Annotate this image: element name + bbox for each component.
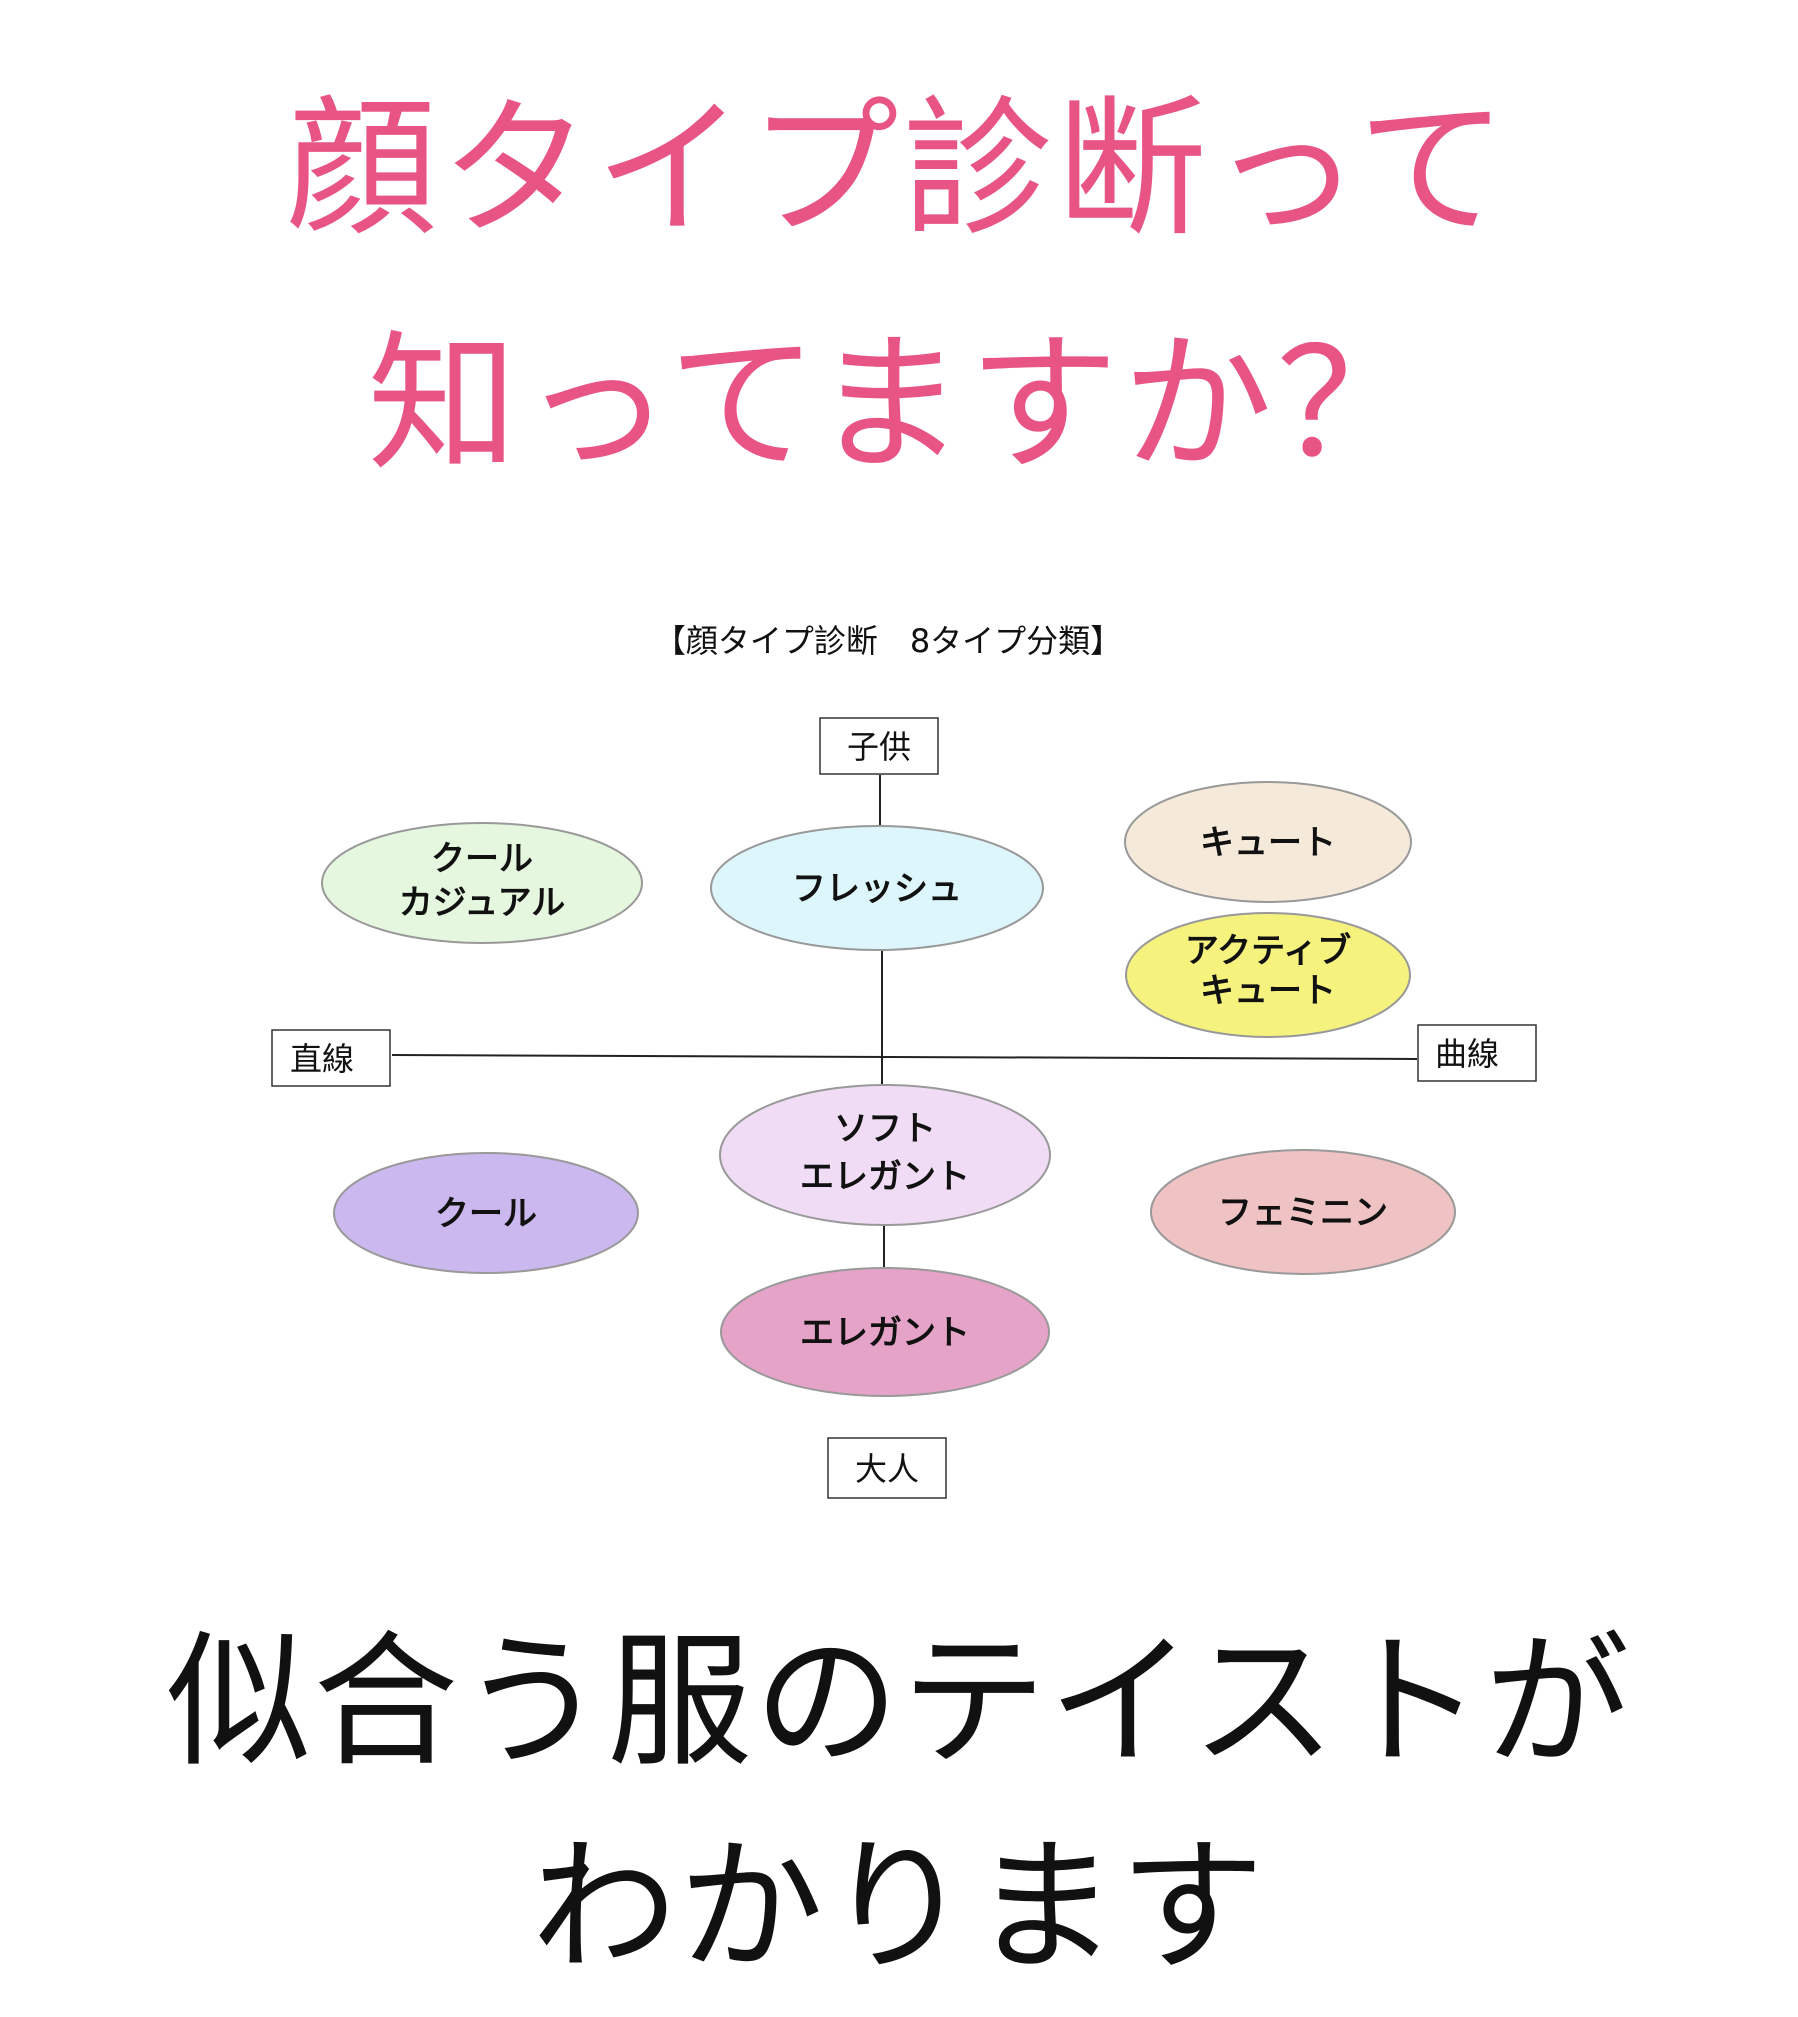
axis-label-left: 直線 [271, 1029, 391, 1087]
axis-label-bottom: 大人 [827, 1437, 947, 1499]
type-elegant-label: エレガント [800, 1313, 970, 1353]
type-cool-label: クール [435, 1194, 537, 1234]
headline-line-1: 顔タイプ診断って [286, 83, 1512, 257]
diagram-title: 【顔タイプ診断 8タイプ分類】 [654, 622, 1122, 660]
type-fresh-shape [710, 825, 1044, 951]
axis-label-right-text: 曲線 [1435, 1035, 1499, 1073]
type-soft-elegant-label-2: エレガント [800, 1157, 970, 1197]
type-cool-casual-label-1: クール [431, 839, 533, 879]
type-feminine: フェミニン [1150, 1149, 1456, 1275]
axis-label-right: 曲線 [1417, 1024, 1537, 1082]
axis-label-top-text: 子供 [847, 728, 911, 766]
horizontal-axis [391, 1054, 1418, 1060]
axis-label-left-text: 直線 [290, 1040, 354, 1078]
type-cool-shape [333, 1152, 639, 1274]
type-cool: クール [333, 1152, 639, 1274]
type-fresh: フレッシュ [710, 825, 1044, 951]
axis-label-top: 子供 [819, 717, 939, 775]
axis-label-bottom-text: 大人 [855, 1450, 919, 1488]
type-cool-casual-shape [321, 822, 643, 944]
type-cool-casual-label-2: カジュアル [399, 883, 566, 923]
face-type-diagram: 【顔タイプ診断 8タイプ分類】 子供 大人 直線 曲線 クール カジュアル フレ… [271, 622, 1537, 1499]
type-soft-elegant-label-1: ソフト [834, 1109, 936, 1149]
headline-line-2: 知ってますか？ [367, 318, 1431, 492]
type-active-cute-shape [1125, 912, 1411, 1038]
type-feminine-label: フェミニン [1218, 1193, 1388, 1233]
type-cute-label: キュート [1200, 823, 1336, 863]
type-soft-elegant-shape [719, 1084, 1051, 1226]
type-cute-shape [1124, 781, 1412, 903]
type-elegant-shape [720, 1267, 1050, 1397]
type-fresh-label: フレッシュ [792, 869, 962, 909]
type-active-cute-label-1: アクティブ [1185, 931, 1351, 971]
type-active-cute: アクティブ キュート [1125, 912, 1411, 1038]
type-soft-elegant: ソフト エレガント [719, 1084, 1051, 1226]
type-active-cute-label-2: キュート [1200, 971, 1336, 1011]
footer-line-2: わかります [531, 1823, 1267, 1992]
footer-line-1: 似合う服のテイストが [166, 1618, 1632, 1787]
type-cute: キュート [1124, 781, 1412, 903]
type-cool-casual: クール カジュアル [321, 822, 643, 944]
type-feminine-shape [1150, 1149, 1456, 1275]
type-elegant: エレガント [720, 1267, 1050, 1397]
